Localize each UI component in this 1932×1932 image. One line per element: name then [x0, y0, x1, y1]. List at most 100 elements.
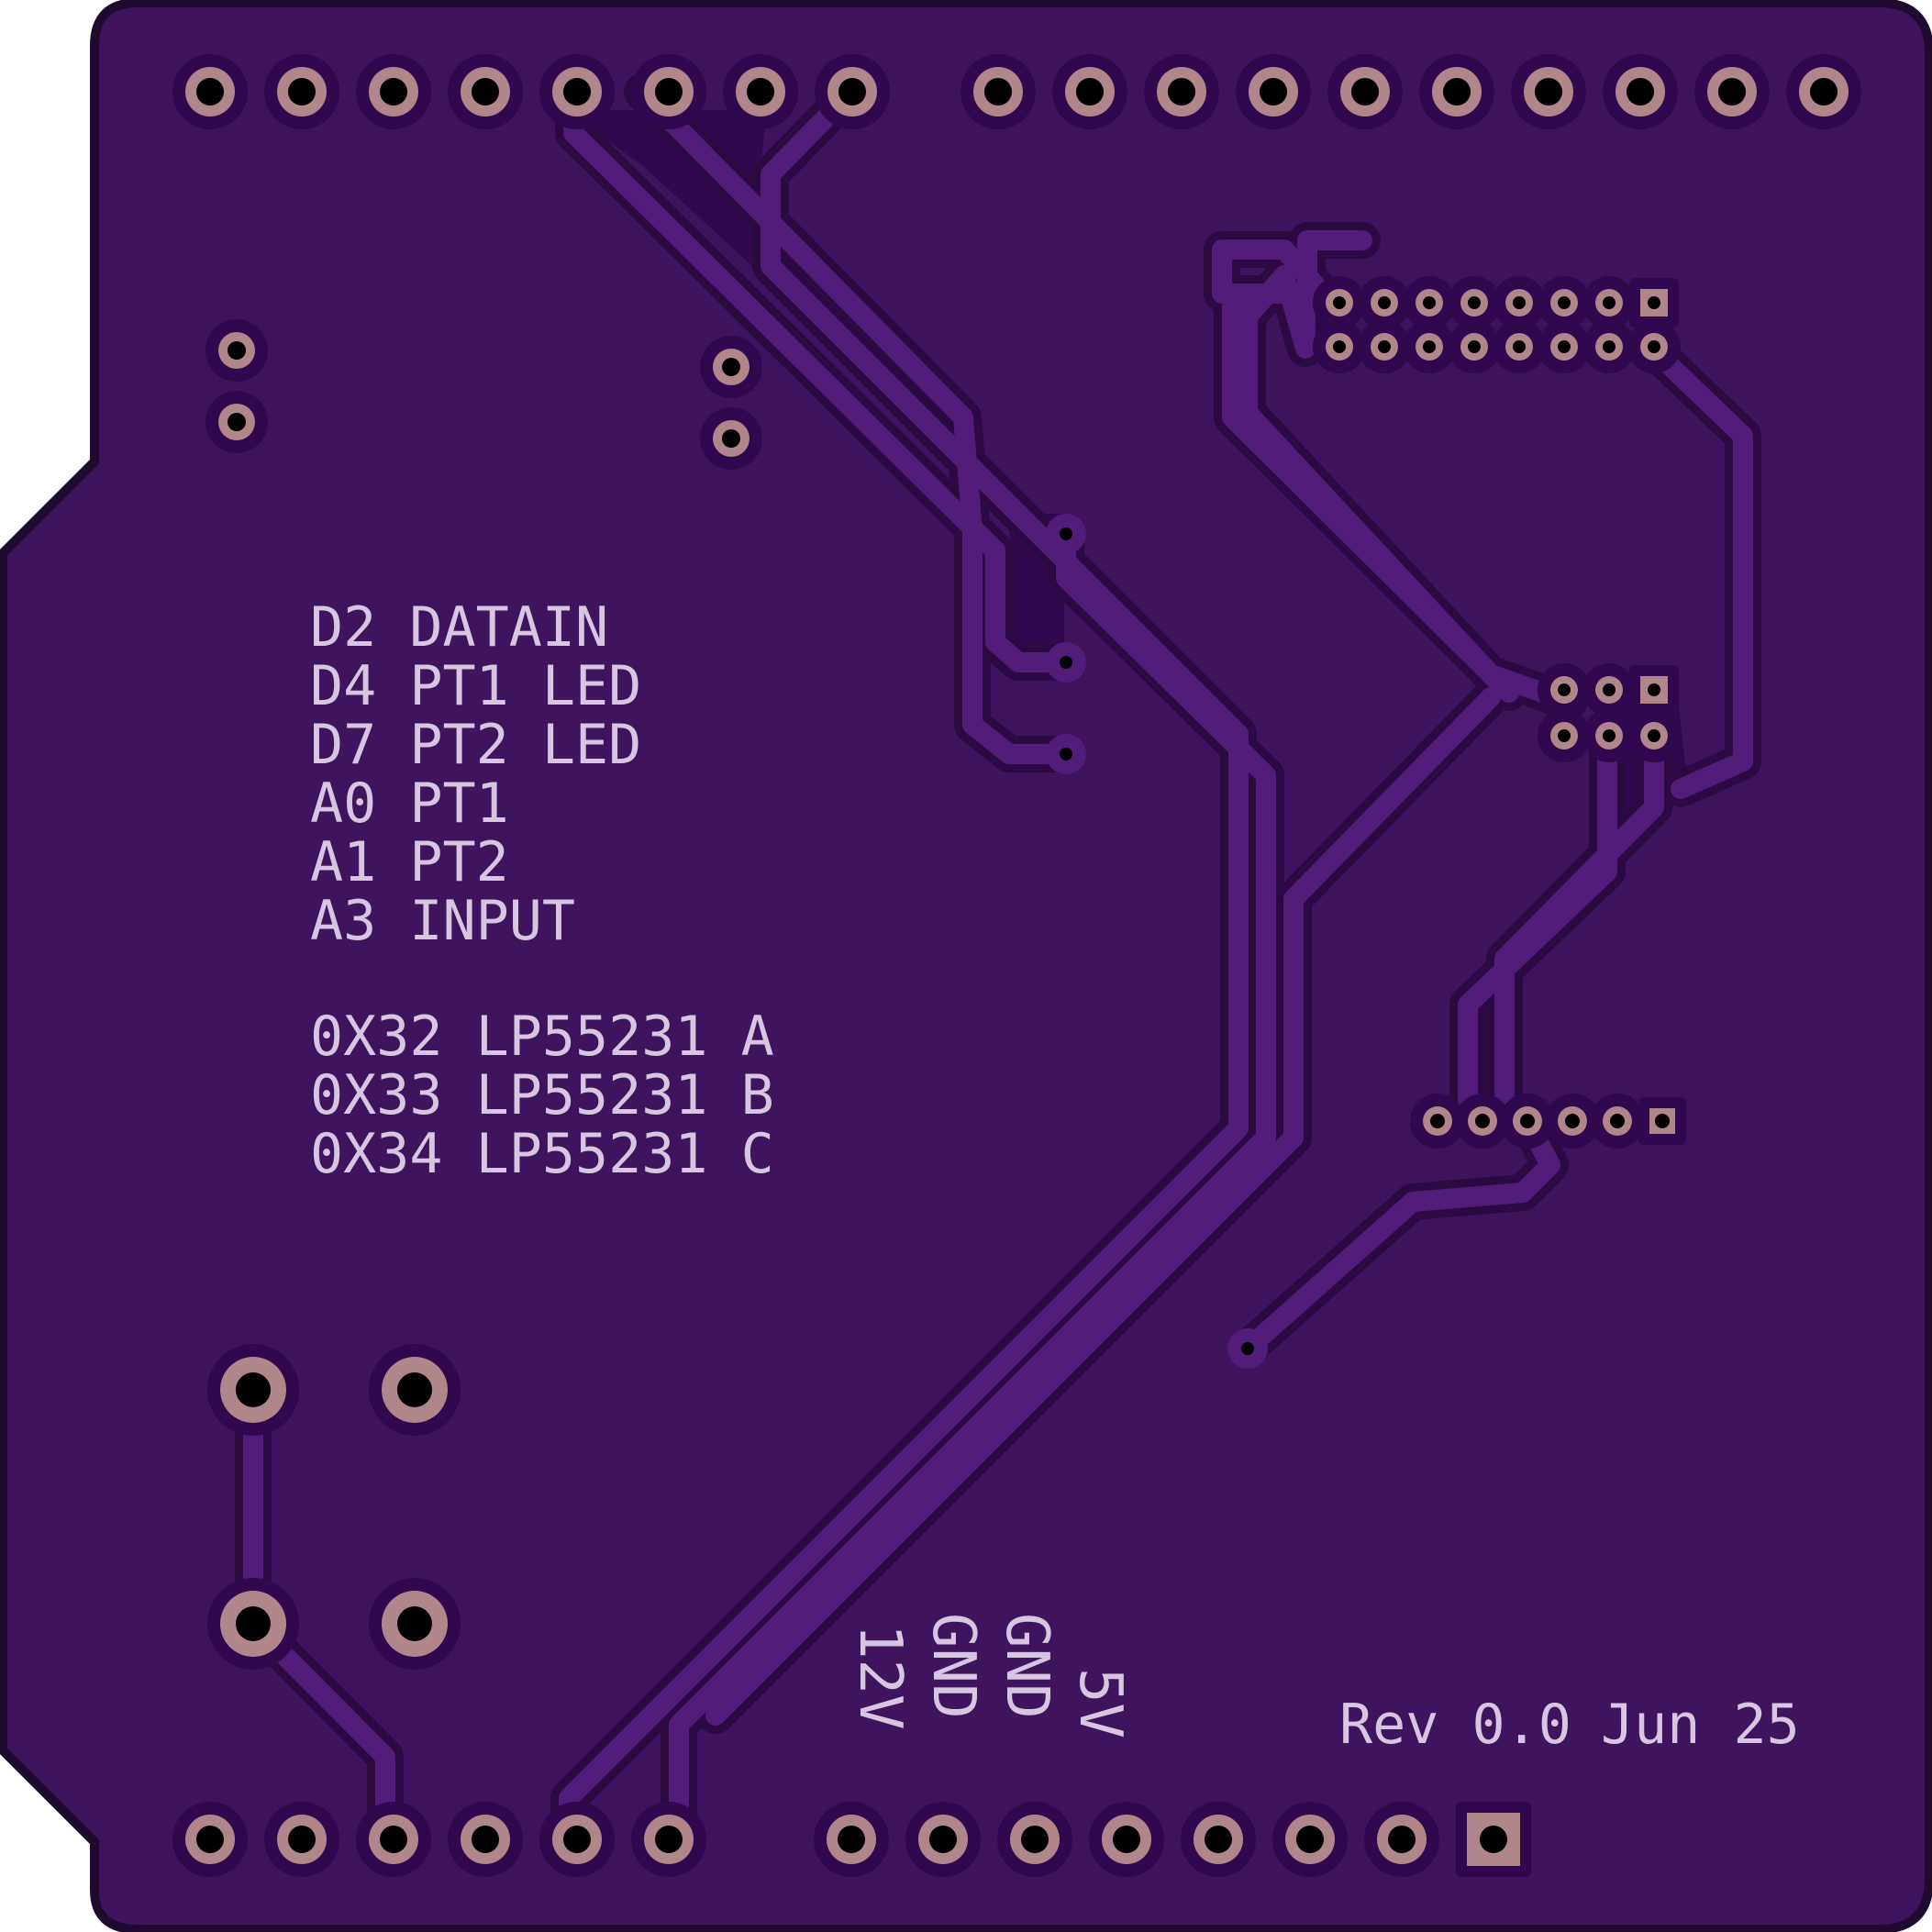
connector-2x3-pin-5 — [1582, 709, 1636, 762]
header-bottom-right-pin-7 — [1364, 1802, 1439, 1877]
connector-2x8-pin-13 — [1448, 320, 1501, 373]
via-lower-right — [1227, 1328, 1268, 1369]
connector-1x6-pin-3 — [1545, 1094, 1600, 1149]
header-bottom-right-pin-1 — [814, 1802, 889, 1877]
silkscreen-pin-notes: D2 DATAIN D4 PT1 LED D7 PT2 LED A0 PT1 A… — [310, 595, 641, 953]
trace-2x8-right — [1644, 340, 1753, 799]
header-top-left-pin-5 — [539, 54, 615, 129]
connector-2x8-pin-16 — [1313, 320, 1366, 373]
connector-2x8-pin-15 — [1358, 320, 1411, 373]
connector-2x3-pin-1 — [1629, 665, 1679, 715]
connector-1x6-pin-2 — [1590, 1094, 1645, 1149]
header-top-left-pin-1 — [172, 54, 248, 129]
two-pin-left-pin-2 — [205, 391, 268, 453]
connector-2x8-pin-7 — [1358, 276, 1411, 329]
silkscreen-address-notes: 0X32 LP55231 A 0X33 LP55231 B 0X34 LP552… — [310, 1005, 774, 1186]
header-top-right-pin-9 — [1694, 54, 1770, 129]
pushbutton-pin-4 — [369, 1578, 461, 1670]
header-top-left-pin-3 — [356, 54, 431, 129]
connector-2x3-pin-2 — [1582, 663, 1636, 716]
connector-2x8-pin-6 — [1403, 276, 1456, 329]
header-top-left-pin-2 — [264, 54, 339, 129]
connector-2x8-pin-14 — [1403, 320, 1456, 373]
trace-2x8-to-header — [1297, 230, 1372, 304]
header-bottom-right-pin-4 — [1089, 1802, 1164, 1877]
header-top-right-pin-5 — [1327, 54, 1403, 129]
header-top-right-pin-7 — [1511, 54, 1586, 129]
trace-group — [243, 82, 1753, 1849]
header-bottom-left-pin-3 — [356, 1802, 431, 1877]
header-top-right-pin-3 — [1144, 54, 1219, 129]
via-center-3 — [1046, 734, 1086, 774]
connector-1x6-pin-6 — [1410, 1094, 1465, 1149]
header-top-right-pin-2 — [1052, 54, 1127, 129]
trace-1x6-to-via — [1238, 1111, 1560, 1359]
header-bottom-left-pin-4 — [448, 1802, 523, 1877]
header-bottom-right-pin-2 — [905, 1802, 981, 1877]
header-top-right-pin-1 — [960, 54, 1036, 129]
silk-power-gnd1: GND — [993, 1613, 1060, 1719]
silk-note-d4: D4 PT1 LED — [310, 654, 641, 718]
connector-2x8-pin-5 — [1448, 276, 1501, 329]
connector-2x8-pin-10 — [1582, 320, 1636, 373]
pushbutton-pin-2 — [369, 1344, 461, 1436]
header-top-left-pin-7 — [723, 54, 798, 129]
silk-power-12v: 12V — [846, 1624, 914, 1730]
silk-note-a3: A3 INPUT — [310, 889, 575, 953]
connector-1x6-pin-1 — [1638, 1097, 1686, 1145]
header-top-right-pin-6 — [1419, 54, 1494, 129]
connector-2x8-pin-2 — [1582, 276, 1636, 329]
connector-2x8-pin-11 — [1538, 320, 1591, 373]
silk-note-a1: A1 PT2 — [310, 830, 509, 894]
header-top-left-pin-4 — [448, 54, 523, 129]
header-bottom-right-pin-3 — [997, 1802, 1072, 1877]
header-bottom-right-pin-8 — [1456, 1802, 1531, 1877]
via-center-2 — [1046, 642, 1086, 683]
pushbutton-pin-3 — [207, 1578, 299, 1670]
trace-header-to-via-3 — [632, 82, 1076, 764]
header-bottom-left-pin-2 — [264, 1802, 339, 1877]
header-top-right-pin-4 — [1236, 54, 1311, 129]
silkscreen-power-labels: 5V GND GND 12V — [846, 1613, 1134, 1738]
pushbutton-pin-1 — [207, 1344, 299, 1436]
connector-2x8-pin-8 — [1313, 276, 1366, 329]
trace-via-to-header — [669, 524, 1276, 1849]
header-bottom-left-pin-1 — [172, 1802, 248, 1877]
silk-note-d2: D2 DATAIN — [310, 595, 608, 660]
silk-power-gnd2: GND — [919, 1613, 987, 1719]
connector-1x6-pin-4 — [1500, 1094, 1555, 1149]
connector-2x8-pin-3 — [1538, 276, 1591, 329]
header-top-right-pin-8 — [1603, 54, 1678, 129]
two-pin-center-pin-2 — [700, 407, 762, 470]
silk-note-a0: A0 PT1 — [310, 772, 509, 836]
trace-2x3-to-mid — [705, 687, 1501, 1726]
header-bottom-left-pin-5 — [539, 1802, 615, 1877]
silk-note-d7: D7 PT2 LED — [310, 713, 641, 777]
header-bottom-left-pin-6 — [631, 1802, 706, 1877]
silkscreen-revision: Rev 0.0 Jun 25 — [1339, 1693, 1800, 1757]
silk-date: Jun 25 — [1601, 1693, 1800, 1757]
header-bottom-right-pin-5 — [1181, 1802, 1256, 1877]
header-bottom-right-pin-6 — [1272, 1802, 1348, 1877]
silk-revision: Rev 0.0 — [1339, 1693, 1571, 1757]
connector-2x8-pin-9 — [1627, 320, 1681, 373]
silk-address-a: 0X32 LP55231 A — [310, 1005, 774, 1069]
header-top-left-pin-8 — [815, 54, 890, 129]
connector-2x8-pin-12 — [1493, 320, 1546, 373]
pad-group — [172, 54, 1861, 1877]
silk-power-5v: 5V — [1066, 1668, 1134, 1738]
header-top-right-pin-10 — [1786, 54, 1861, 129]
two-pin-center-pin-1 — [700, 336, 762, 398]
connector-2x8-pin-4 — [1493, 276, 1546, 329]
via-center-1 — [1046, 514, 1086, 554]
connector-2x3-pin-6 — [1538, 709, 1591, 762]
connector-2x3-pin-3 — [1538, 663, 1591, 716]
connector-1x6-pin-5 — [1455, 1094, 1510, 1149]
connector-2x8-pin-1 — [1629, 278, 1679, 328]
header-top-left-pin-6 — [631, 54, 706, 129]
connector-2x3-pin-4 — [1627, 709, 1681, 762]
two-pin-left-pin-1 — [205, 319, 268, 382]
silk-address-c: 0X34 LP55231 C — [310, 1122, 774, 1186]
